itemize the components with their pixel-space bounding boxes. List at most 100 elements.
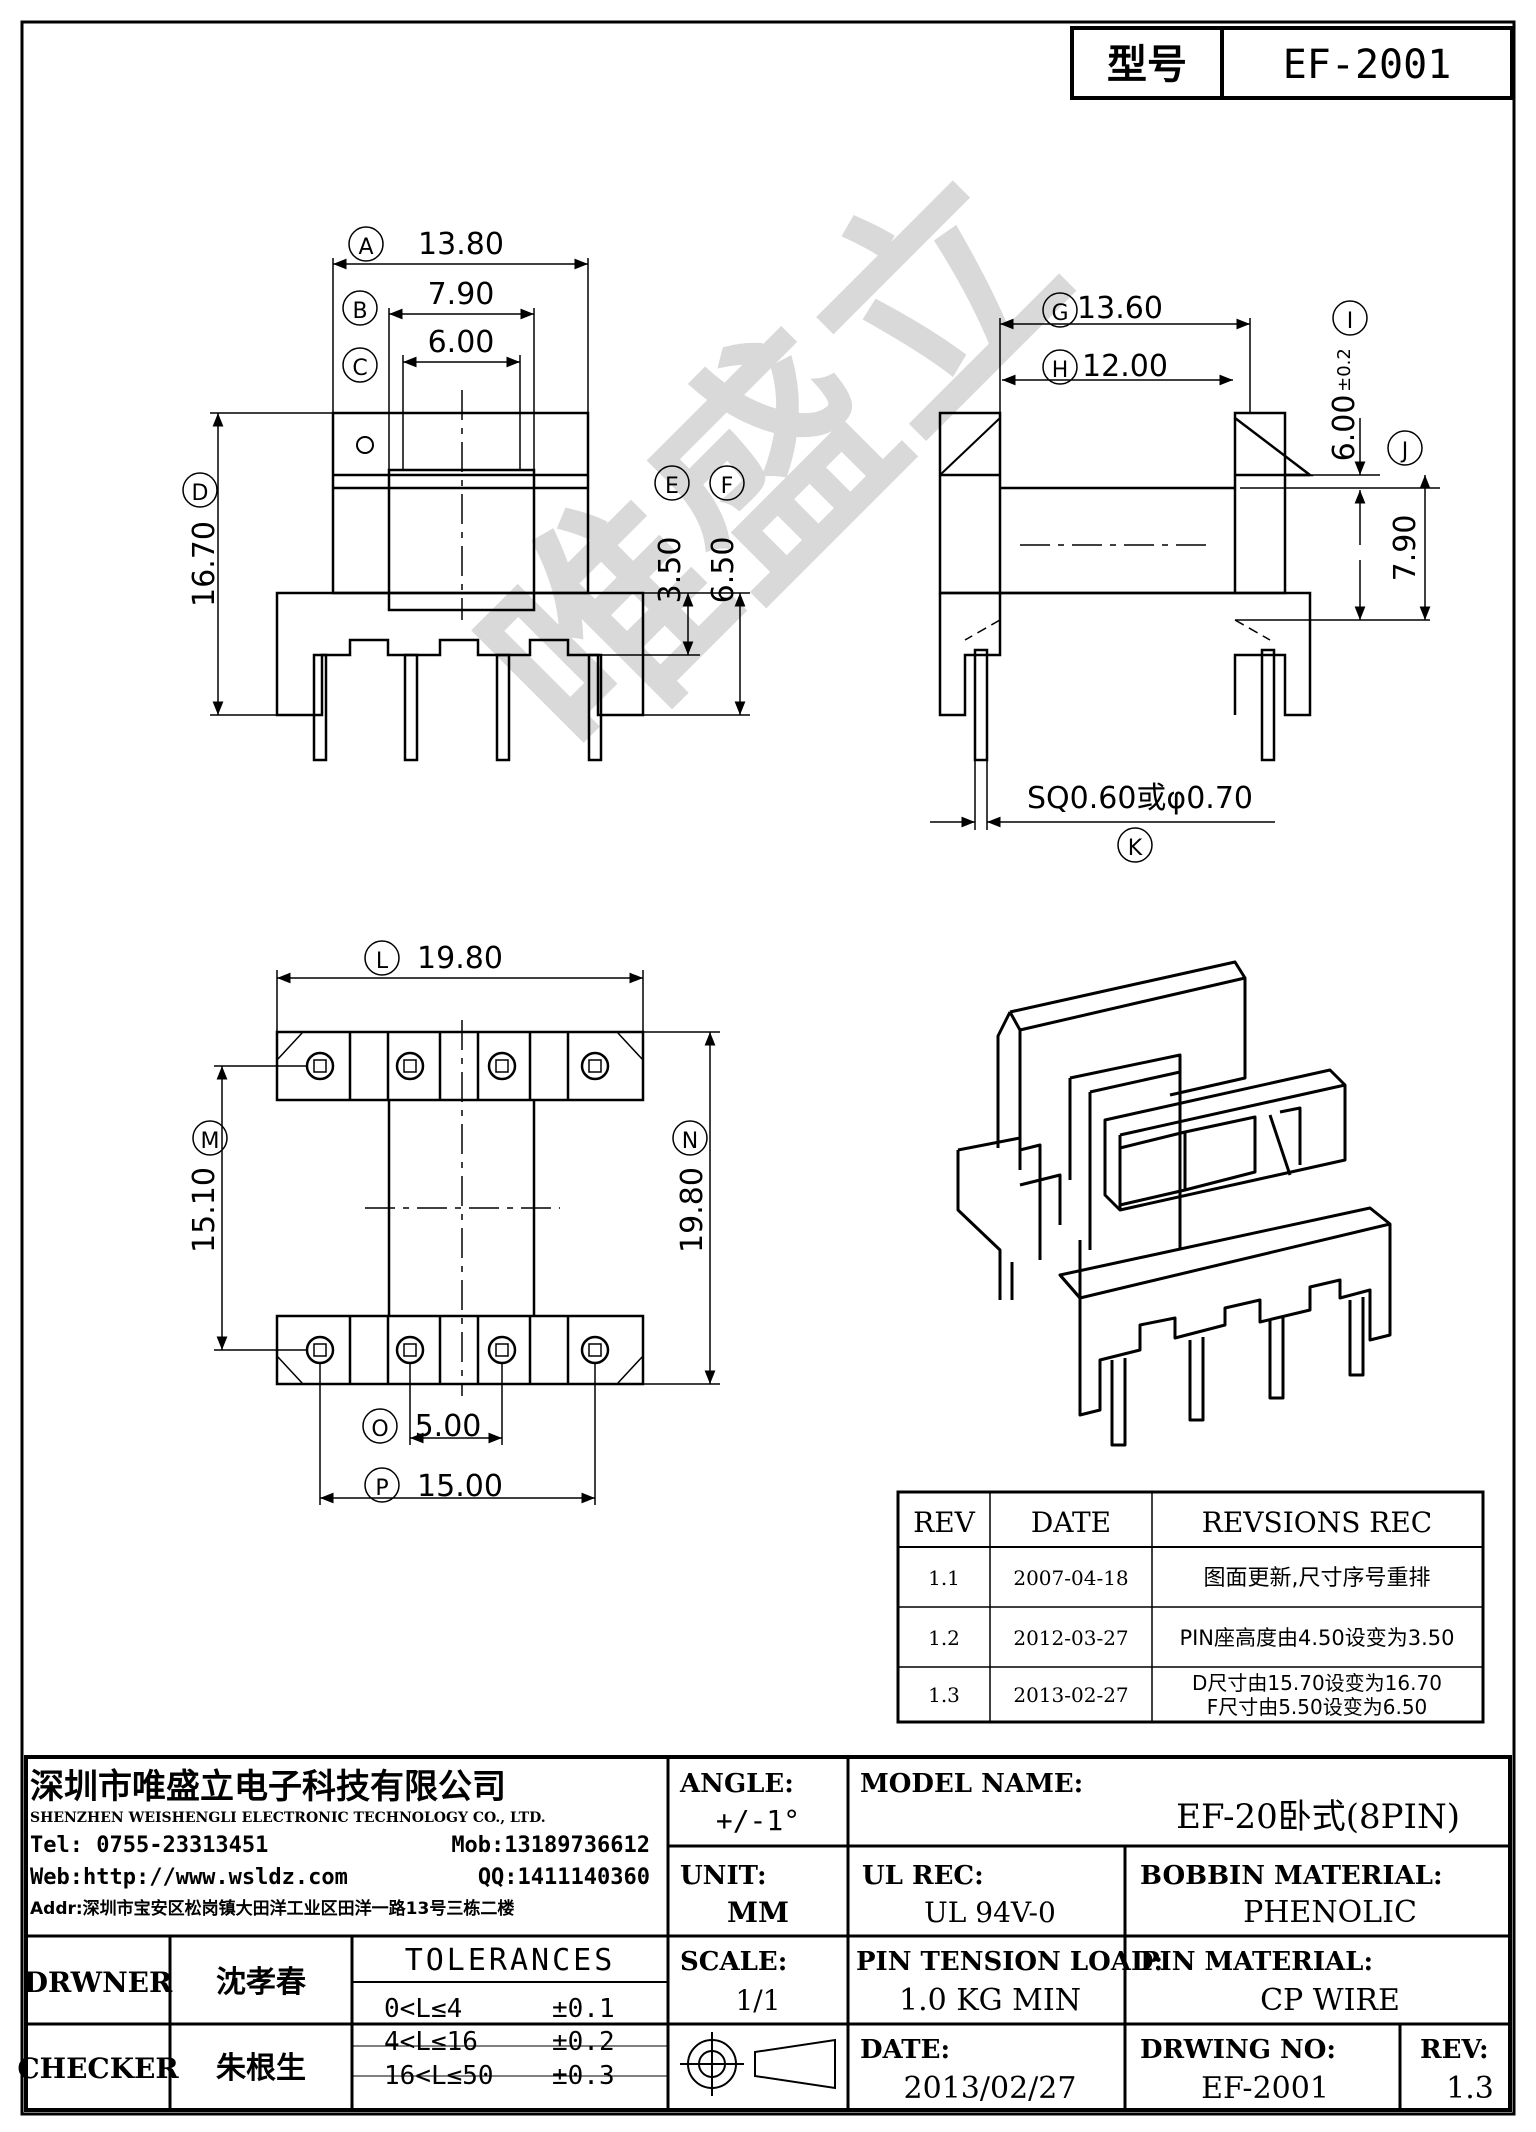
rev-row-3-rev: 1.3 xyxy=(928,1683,960,1707)
front-dimensions xyxy=(210,258,750,716)
rev-row-3-rec: D尺寸由15.70设变为16.70 xyxy=(1192,1671,1442,1695)
front-view xyxy=(275,390,645,762)
tolerance-range-3: 16<L≤50 xyxy=(384,2061,494,2091)
rev-row-3-date: 2013-02-27 xyxy=(1013,1683,1128,1707)
rev-row-3-rec2: F尺寸由5.50设变为6.50 xyxy=(1207,1695,1428,1719)
dim-L-value: 19.80 xyxy=(417,941,503,976)
sheet-border xyxy=(20,20,1516,2116)
angle-value: +/-1° xyxy=(716,1804,800,1837)
dim-A-circle: A xyxy=(358,235,373,260)
model-name-value: EF-20卧式(8PIN) xyxy=(1176,1797,1460,1837)
model-value: EF-2001 xyxy=(1283,42,1452,88)
unit-value: MM xyxy=(727,1896,789,1929)
dim-P-circle: P xyxy=(375,1476,388,1501)
watermark: 唯盛立 xyxy=(436,126,1113,803)
dim-I-value: 6.00 xyxy=(1327,395,1362,462)
drawing-no-label: DRWING NO: xyxy=(1140,2035,1336,2065)
checker-label: CHECKER xyxy=(17,2052,179,2085)
bottom-dimensions xyxy=(214,970,720,1505)
dim-I-circle: I xyxy=(1347,309,1354,334)
company-qq: QQ:1411140360 xyxy=(478,1865,650,1890)
revision-table-text: REV DATE REVSIONS REC 1.1 2007-04-18 图面更… xyxy=(913,1506,1454,1719)
bobbin-value: PHENOLIC xyxy=(1243,1895,1417,1930)
dim-I-tol: ±0.2 xyxy=(1334,348,1355,392)
bottom-dim-labels: L 19.80 M 15.10 N 19.80 O 5.00 P 15.00 xyxy=(187,940,710,1504)
date-value: 2013/02/27 xyxy=(904,2071,1077,2106)
checker-name: 朱根生 xyxy=(216,2051,306,2086)
drawer-name: 沈孝春 xyxy=(216,1965,306,2000)
tolerance-value-2: ±0.2 xyxy=(552,2027,615,2057)
tolerance-value-3: ±0.3 xyxy=(552,2061,615,2091)
model-name-label: MODEL NAME: xyxy=(860,1769,1083,1799)
scale-label: SCALE: xyxy=(680,1947,787,1977)
tolerances-title: TOLERANCES xyxy=(405,1943,616,1978)
dim-G-circle: G xyxy=(1051,301,1068,326)
title-block-text: 深圳市唯盛立电子科技有限公司 SHENZHEN WEISHENGLI ELECT… xyxy=(17,1767,1494,2106)
date-label: DATE: xyxy=(860,2035,950,2065)
rev-row-1-rec: 图面更新,尺寸序号重排 xyxy=(1204,1566,1431,1591)
company-name-en: SHENZHEN WEISHENGLI ELECTRONIC TECHNOLOG… xyxy=(30,1810,546,1826)
tolerance-range-2: 4<L≤16 xyxy=(384,2027,478,2057)
dim-O-value: 5.00 xyxy=(415,1409,482,1444)
dim-G-value: 13.60 xyxy=(1077,291,1163,326)
dim-F-circle: F xyxy=(721,474,734,499)
rev-label: REV: xyxy=(1420,2035,1489,2065)
dim-E-value: 3.50 xyxy=(653,537,688,604)
dim-M-value: 15.10 xyxy=(187,1167,222,1253)
dim-B-circle: B xyxy=(352,299,367,324)
drawer-label: DRWNER xyxy=(24,1966,173,1999)
company-name-cn: 深圳市唯盛立电子科技有限公司 xyxy=(30,1767,506,1807)
unit-label: UNIT: xyxy=(680,1861,767,1891)
rev-header-rev: REV xyxy=(913,1506,976,1539)
rev-row-1-rev: 1.1 xyxy=(928,1566,960,1590)
company-web: Web:http://www.wsldz.com xyxy=(30,1865,348,1890)
pin-tension-label: PIN TENSION LOAD: xyxy=(856,1947,1163,1977)
tolerance-value-1: ±0.1 xyxy=(552,1994,615,2024)
pin-tension-value: 1.0 KG MIN xyxy=(899,1983,1081,2018)
model-label: 型号 xyxy=(1107,42,1187,88)
header-box: 型号 EF-2001 xyxy=(1070,26,1514,100)
rev-row-2-rev: 1.2 xyxy=(928,1626,960,1650)
dim-C-circle: C xyxy=(352,356,367,381)
bobbin-label: BOBBIN MATERIAL: xyxy=(1140,1861,1443,1891)
pin-material-label: PIN MATERIAL: xyxy=(1140,1947,1373,1977)
dim-N-value: 19.80 xyxy=(675,1167,710,1253)
scale-value: 1/1 xyxy=(735,1984,780,2017)
angle-label: ANGLE: xyxy=(679,1769,794,1799)
dim-O-circle: O xyxy=(371,1417,388,1442)
dim-P-value: 15.00 xyxy=(417,1469,503,1504)
company-addr: Addr:深圳市宝安区松岗镇大田洋工业区田洋一路13号三栋二楼 xyxy=(30,1898,514,1919)
rev-row-2-date: 2012-03-27 xyxy=(1013,1626,1128,1650)
dim-J-circle: J xyxy=(1400,439,1409,464)
dim-K-value: SQ0.60或φ0.70 xyxy=(1027,781,1253,816)
rev-row-1-date: 2007-04-18 xyxy=(1013,1566,1128,1590)
bottom-view xyxy=(275,1020,645,1396)
front-dim-labels: A 13.80 B 7.90 C 6.00 D 16.70 E 3.50 F 6… xyxy=(182,226,745,607)
rev-header-rec: REVSIONS REC xyxy=(1202,1506,1432,1539)
dim-A-value: 13.80 xyxy=(418,227,504,262)
ul-label: UL REC: xyxy=(862,1861,984,1891)
side-dimensions xyxy=(930,318,1440,830)
rev-value: 1.3 xyxy=(1446,2071,1494,2106)
dim-B-value: 7.90 xyxy=(428,277,495,312)
dim-H-circle: H xyxy=(1052,358,1069,383)
side-view xyxy=(938,411,1314,762)
dim-C-value: 6.00 xyxy=(428,325,495,360)
dim-D-circle: D xyxy=(192,481,209,506)
dim-F-value: 6.50 xyxy=(706,537,741,604)
projection-symbol-icon xyxy=(680,2032,836,2096)
rev-header-date: DATE xyxy=(1031,1506,1111,1539)
revision-table xyxy=(896,1490,1485,1724)
isometric-view xyxy=(956,960,1392,1447)
company-tel: Tel: 0755-23313451 xyxy=(30,1833,268,1858)
side-dim-labels: G 13.60 H 12.00 I 6.00 ±0.2 J 7.90 SQ0.6… xyxy=(1027,291,1423,863)
dim-N-circle: N xyxy=(682,1129,698,1154)
dim-J-value: 7.90 xyxy=(1388,515,1423,582)
tolerance-range-1: 0<L≤4 xyxy=(384,1994,462,2024)
rev-row-2-rec: PIN座高度由4.50设变为3.50 xyxy=(1179,1626,1454,1650)
ul-value: UL 94V-0 xyxy=(924,1896,1056,1929)
dim-M-circle: M xyxy=(201,1129,220,1154)
title-block-grid xyxy=(24,1755,1512,2112)
pin-material-value: CP WIRE xyxy=(1260,1983,1400,2018)
